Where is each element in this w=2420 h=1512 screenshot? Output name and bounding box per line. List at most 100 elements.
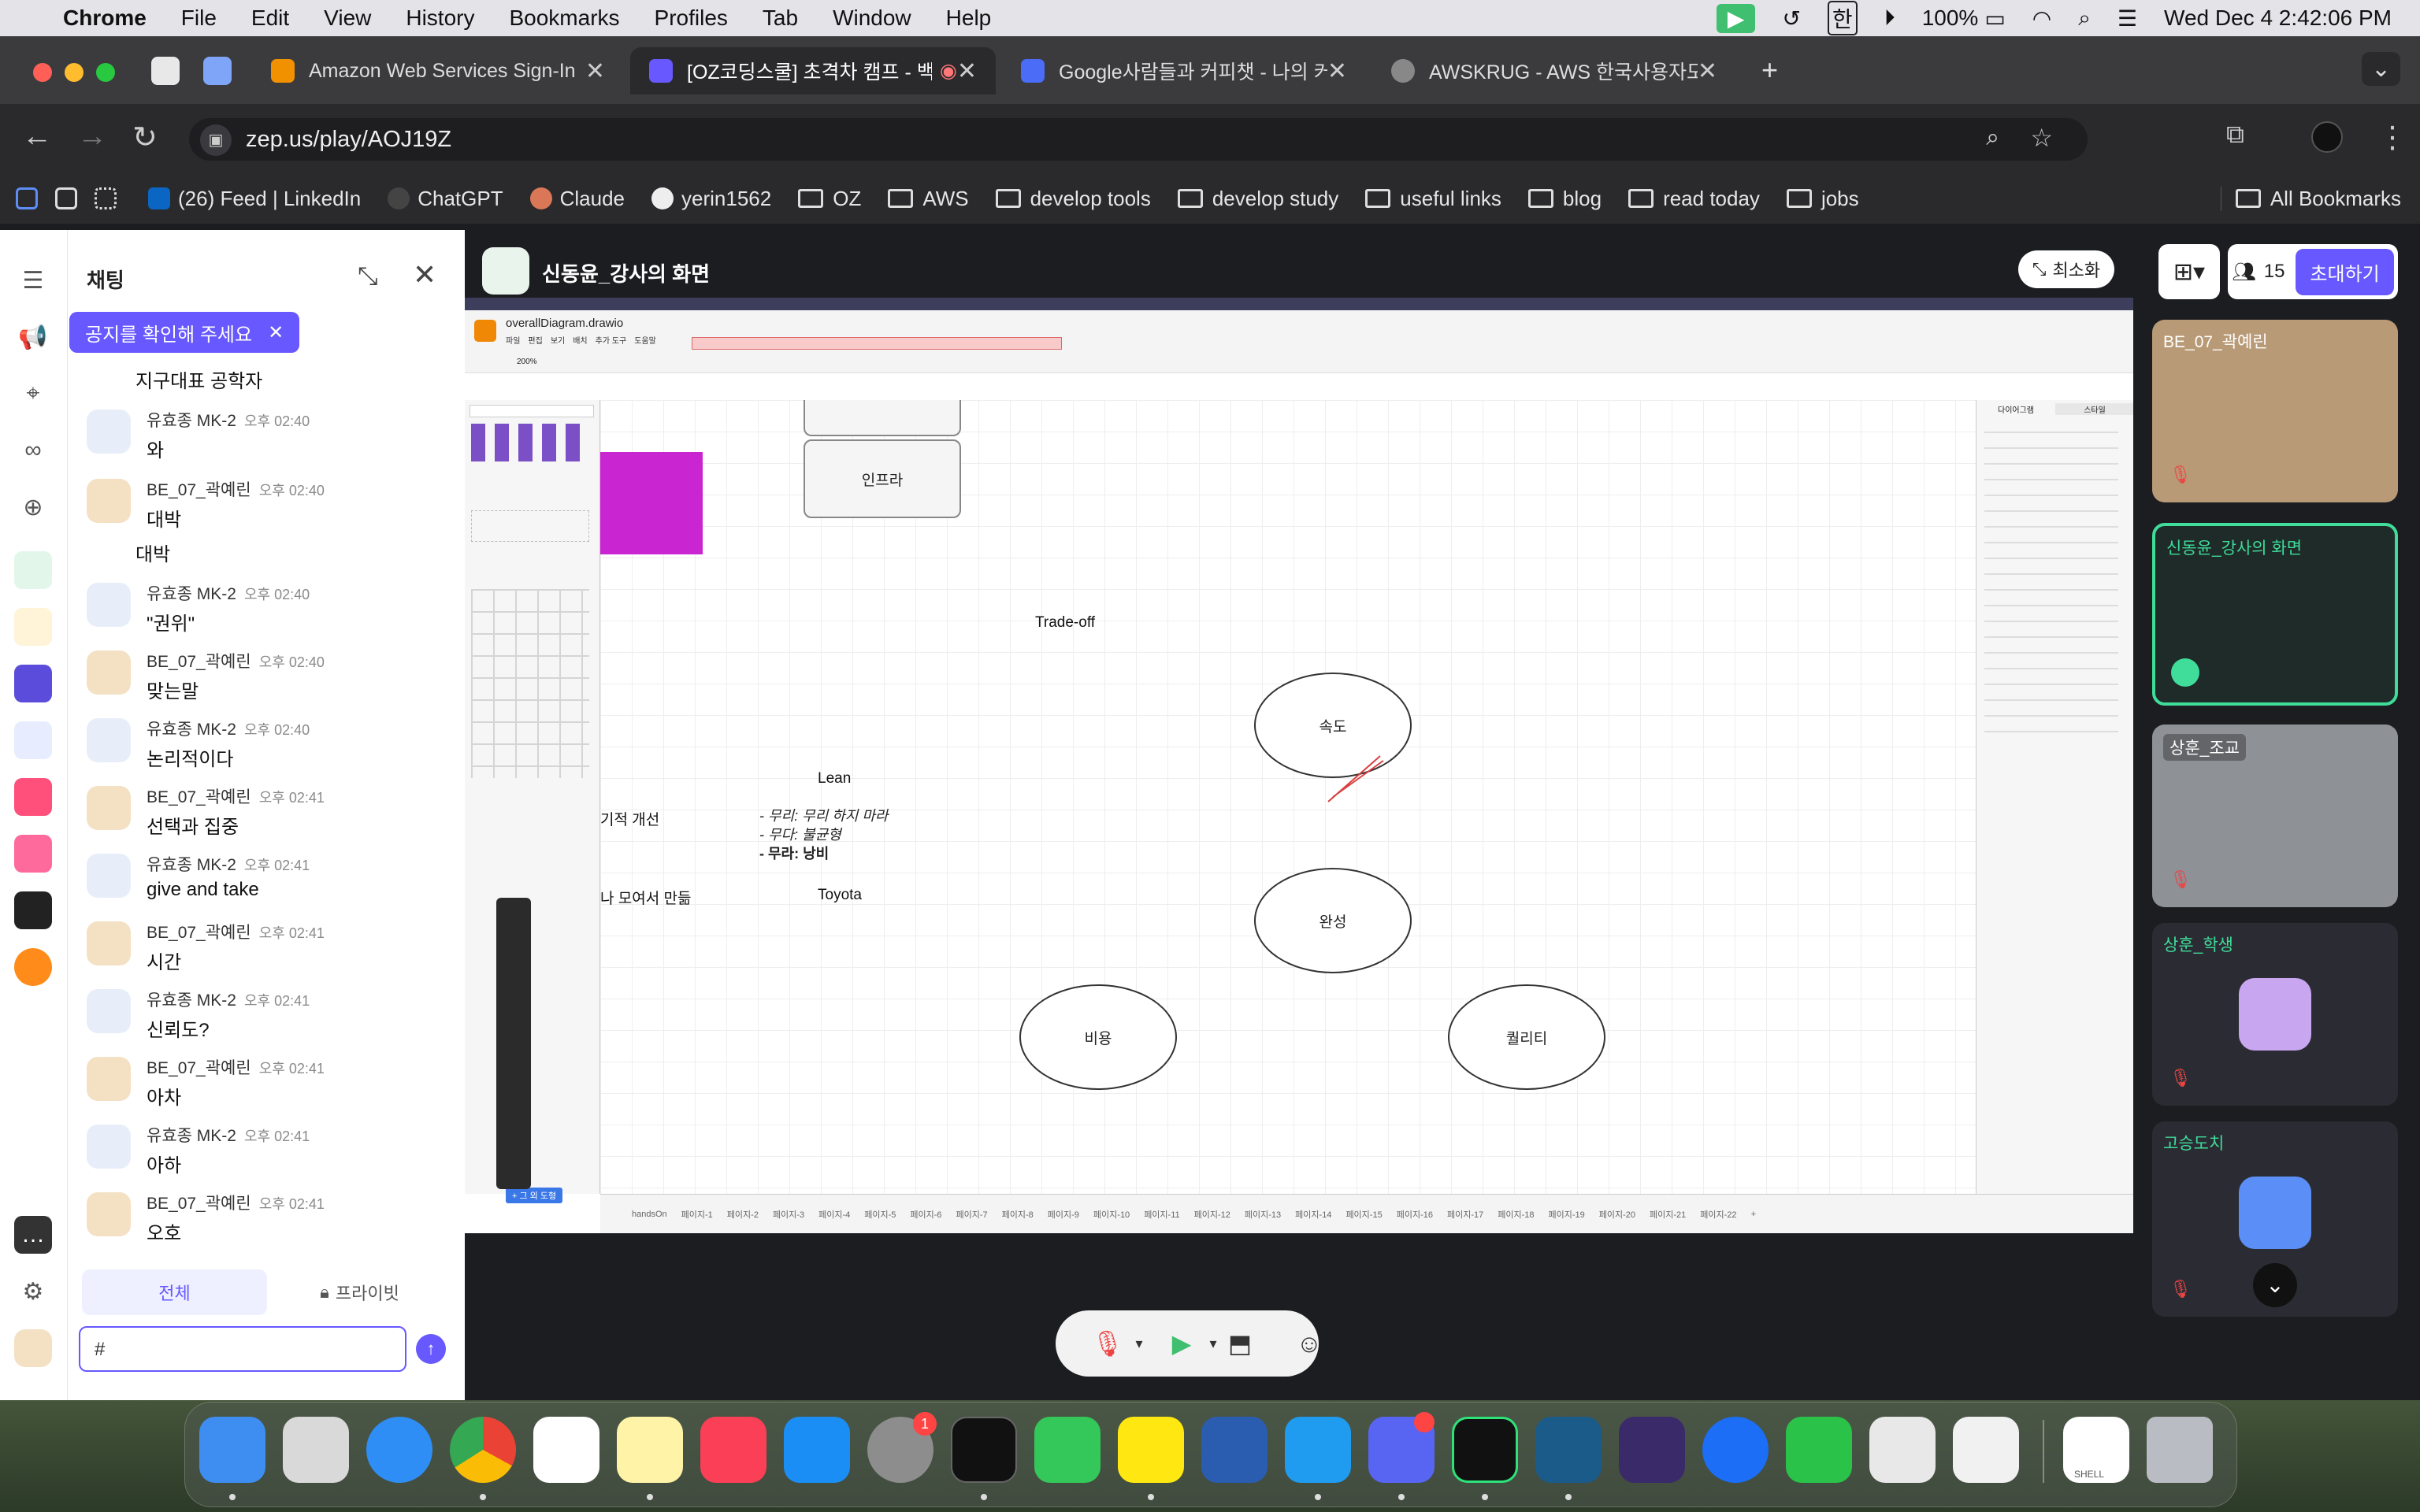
- scratchpad-area[interactable]: [471, 510, 589, 542]
- minimize-button[interactable]: ⤡최소화: [2018, 250, 2114, 288]
- settings-gear-icon[interactable]: ⚙: [22, 1278, 44, 1305]
- page-tab[interactable]: 페이지-11: [1144, 1210, 1180, 1220]
- app-poll-icon[interactable]: [14, 778, 52, 816]
- window-close-button[interactable]: [33, 63, 52, 82]
- obsidian-icon[interactable]: [1619, 1417, 1685, 1483]
- pinned-tab-icon[interactable]: [203, 57, 232, 85]
- forward-button[interactable]: →: [77, 120, 107, 153]
- trash-icon[interactable]: [2147, 1417, 2213, 1483]
- app-magic-icon[interactable]: [14, 835, 52, 873]
- avatar[interactable]: [87, 786, 131, 830]
- add-shapes-button[interactable]: + 그 외 도형: [506, 1188, 563, 1203]
- all-bookmarks[interactable]: All Bookmarks: [2220, 186, 2401, 211]
- location-pin-icon[interactable]: ⌖: [26, 380, 40, 406]
- new-tab-button[interactable]: +: [1761, 54, 1779, 86]
- close-icon[interactable]: ✕: [956, 57, 977, 84]
- page-tab[interactable]: 페이지-13: [1244, 1210, 1282, 1220]
- page-tab[interactable]: 페이지-10: [1093, 1210, 1130, 1220]
- shell-file-icon[interactable]: SHELL: [2063, 1417, 2129, 1483]
- app-swap-icon[interactable]: [14, 891, 52, 929]
- avatar[interactable]: [87, 1057, 131, 1101]
- app-menu[interactable]: Chrome: [63, 6, 147, 30]
- page-tab[interactable]: 페이지-12: [1193, 1210, 1230, 1220]
- tab-search-button[interactable]: ⌄: [2362, 52, 2401, 86]
- menu-bookmarks[interactable]: Bookmarks: [509, 6, 620, 30]
- my-avatar[interactable]: [14, 1329, 52, 1367]
- close-chat-icon[interactable]: ✕: [413, 258, 437, 291]
- page-tab[interactable]: 페이지-3: [772, 1210, 805, 1220]
- mic-options-icon[interactable]: ▾: [1135, 1335, 1143, 1351]
- bookmark-folder-jobs[interactable]: jobs: [1786, 187, 1859, 211]
- drawio-shape-library[interactable]: + 그 외 도형: [465, 400, 600, 1203]
- mic-off-icon[interactable]: 🎙︎: [1091, 1329, 1124, 1358]
- label-toyota[interactable]: Toyota: [818, 887, 862, 903]
- node-cost[interactable]: 비용: [1019, 984, 1177, 1090]
- bookmark-folder-develop-tools[interactable]: develop tools: [995, 187, 1151, 211]
- numbers-icon[interactable]: [1786, 1417, 1852, 1483]
- label-tradeoff[interactable]: Trade-off: [1035, 614, 1096, 631]
- tab-private[interactable]: 🔒︎프라이빗: [267, 1269, 452, 1315]
- script-editor-icon[interactable]: [1953, 1417, 2019, 1483]
- pycharm-icon[interactable]: [1452, 1417, 1518, 1483]
- menu-help[interactable]: Help: [945, 6, 992, 30]
- menu-view[interactable]: View: [324, 6, 372, 30]
- app-pumpkin-icon[interactable]: [14, 948, 52, 986]
- app-hand-icon[interactable]: [14, 608, 52, 646]
- page-tab[interactable]: 페이지-21: [1650, 1210, 1687, 1220]
- participant-card[interactable]: BE_07_곽예린 🎙︎: [2152, 320, 2398, 502]
- launchpad-icon[interactable]: [283, 1417, 349, 1483]
- drawio-unsaved-warning[interactable]: [692, 337, 1062, 350]
- drawio-menu-view[interactable]: 보기: [550, 337, 566, 346]
- bookmark-folder-read-today[interactable]: read today: [1628, 187, 1760, 211]
- gamepad-icon[interactable]: ⊕: [23, 494, 43, 521]
- menu-tab[interactable]: Tab: [762, 6, 799, 30]
- finder-icon[interactable]: [199, 1417, 265, 1483]
- python-launcher-icon[interactable]: [1869, 1417, 1936, 1483]
- address-bar[interactable]: ▣ zep.us/play/AOJ19Z ⌕ ☆: [189, 118, 2088, 161]
- node-speed[interactable]: 속도: [1254, 673, 1412, 778]
- tab-group-icon[interactable]: [55, 187, 77, 209]
- menubar-clock[interactable]: Wed Dec 4 2:42:06 PM: [2164, 6, 2392, 30]
- safari-icon[interactable]: [366, 1417, 432, 1483]
- scroll-down-button[interactable]: ⌄: [2253, 1263, 2297, 1307]
- bookmark-folder-oz[interactable]: OZ: [798, 187, 861, 211]
- drawio-menu-arrange[interactable]: 배치: [573, 337, 588, 346]
- page-tab[interactable]: 페이지-2: [726, 1210, 759, 1220]
- bookmark-folder-blog[interactable]: blog: [1527, 187, 1602, 211]
- node-partial-box[interactable]: [804, 400, 961, 436]
- avatar[interactable]: [87, 583, 131, 627]
- grid-view-button[interactable]: ⊞▾: [2158, 244, 2220, 299]
- label-gather[interactable]: 나 모여서 만듦: [600, 891, 692, 907]
- tab-awskrug[interactable]: AWSKRUG - AWS 한국사용자모 ✕: [1372, 47, 1736, 94]
- menu-edit[interactable]: Edit: [251, 6, 290, 30]
- avatar[interactable]: [87, 718, 131, 762]
- mysql-workbench-icon[interactable]: [1535, 1417, 1602, 1483]
- announcement-icon[interactable]: 📢: [18, 324, 48, 350]
- avatar[interactable]: [87, 989, 131, 1033]
- participant-card[interactable]: 상훈_조교 🎙︎: [2152, 724, 2398, 907]
- zoom-icon[interactable]: ⌕: [1986, 124, 1999, 150]
- bookmark-folder-aws[interactable]: AWS: [888, 187, 969, 211]
- close-icon[interactable]: ✕: [1697, 57, 1717, 84]
- menu-file[interactable]: File: [180, 6, 217, 30]
- page-tab[interactable]: 페이지-7: [956, 1210, 988, 1220]
- label-improve[interactable]: 기적 개선: [600, 812, 660, 828]
- drawio-format-panel[interactable]: 다이어그램 스타일: [1976, 400, 2133, 1194]
- emoji-icon[interactable]: ☺: [1296, 1329, 1323, 1358]
- shared-screen[interactable]: overallDiagram.drawio 파일 편집 보기 배치 추가 도구 …: [465, 298, 2133, 1233]
- node-infra[interactable]: 인프라: [804, 439, 961, 518]
- node-complete[interactable]: 완성: [1254, 868, 1412, 973]
- bookmark-claude[interactable]: Claude: [529, 187, 625, 211]
- page-tab[interactable]: 페이지-17: [1446, 1210, 1484, 1220]
- profile-avatar[interactable]: [2311, 121, 2343, 153]
- invite-button[interactable]: 초대하기: [2296, 248, 2394, 295]
- send-button[interactable]: ↑: [416, 1334, 446, 1364]
- page-tab[interactable]: 페이지-14: [1295, 1210, 1332, 1220]
- app-store-icon[interactable]: [784, 1417, 850, 1483]
- bookmark-folder-develop-study[interactable]: develop study: [1177, 187, 1338, 211]
- chat-icon[interactable]: …: [14, 1216, 52, 1254]
- kakaotalk-icon[interactable]: [1118, 1417, 1184, 1483]
- close-icon[interactable]: ✕: [268, 321, 284, 343]
- time-machine-icon[interactable]: ↺: [1782, 6, 1801, 31]
- sourcetree-icon[interactable]: [1201, 1417, 1268, 1483]
